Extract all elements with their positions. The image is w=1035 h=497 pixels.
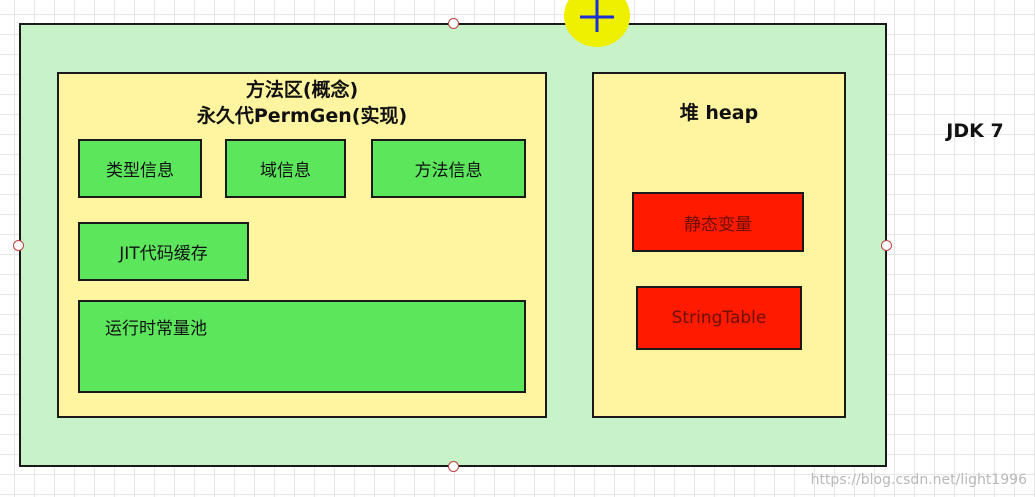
crosshair-cursor-icon xyxy=(580,0,614,32)
string-table-box[interactable]: StringTable xyxy=(636,286,802,350)
runtime-constant-pool-box[interactable]: 运行时常量池 xyxy=(78,300,526,393)
static-variables-box[interactable]: 静态变量 xyxy=(632,192,804,252)
resize-handle-top[interactable] xyxy=(448,18,459,29)
resize-handle-right[interactable] xyxy=(881,240,892,251)
method-area-title: 方法区(概念) xyxy=(245,79,359,101)
permgen-title: 永久代PermGen(实现) xyxy=(196,105,408,127)
resize-handle-bottom[interactable] xyxy=(448,461,459,472)
type-info-box[interactable]: 类型信息 xyxy=(78,139,202,198)
watermark: https://blog.csdn.net/light1996 xyxy=(810,472,1027,488)
jit-cache-box[interactable]: JIT代码缓存 xyxy=(78,222,249,281)
method-info-box[interactable]: 方法信息 xyxy=(371,139,526,198)
resize-handle-left[interactable] xyxy=(13,240,24,251)
domain-info-box[interactable]: 域信息 xyxy=(225,139,346,198)
heap-title: 堆 heap xyxy=(679,102,759,124)
jdk-version-label: JDK 7 xyxy=(946,120,1004,142)
